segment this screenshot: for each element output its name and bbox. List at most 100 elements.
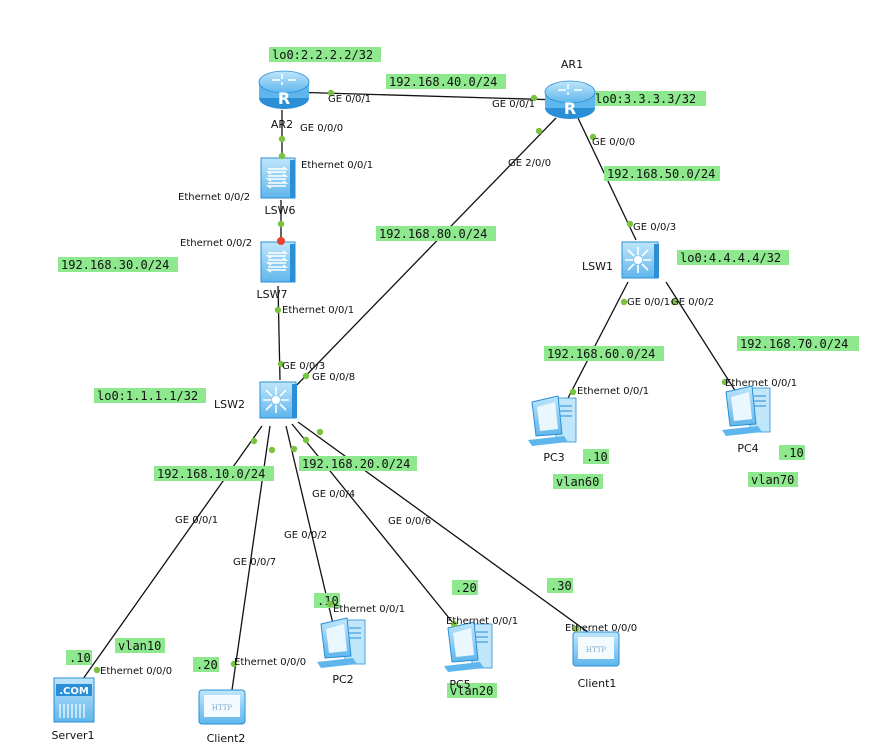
tag-text: lo0:2.2.2.2/32: [272, 48, 373, 62]
link-lsw2-server1[interactable]: [77, 425, 263, 687]
subnet-tags-layer: lo0:2.2.2.2/32192.168.40.0/24lo0:3.3.3.3…: [58, 47, 859, 698]
port-label: Ethernet 0/0/0: [100, 666, 172, 677]
port-dot: [620, 298, 628, 306]
port-dot: [93, 666, 101, 674]
link-ar1-lsw2[interactable]: [289, 117, 557, 393]
tag-background: [386, 74, 506, 89]
svg-text:R: R: [564, 99, 576, 118]
device-label: LSW6: [265, 204, 296, 217]
subnet-tag: lo0:4.4.4.4/32: [677, 250, 789, 265]
port-label: GE 0/0/3: [633, 222, 676, 233]
port-dot: [277, 360, 285, 368]
port-label: Ethernet 0/0/1: [725, 378, 797, 389]
svg-text:HTTP: HTTP: [586, 646, 607, 654]
tag-background: [376, 226, 496, 241]
subnet-tag: vlan20: [447, 683, 497, 698]
device-label: LSW1: [582, 260, 613, 273]
device-pc2[interactable]: PC2: [317, 617, 366, 686]
device-pc5[interactable]: PC5: [444, 621, 493, 691]
tag-background: [677, 250, 789, 265]
subnet-tag: vlan70: [748, 472, 798, 487]
subnet-tag: .10: [583, 449, 609, 464]
device-lsw2[interactable]: LSW2: [214, 381, 297, 419]
tag-text: vlan10: [118, 639, 161, 653]
port-label: Ethernet 0/0/1: [301, 160, 373, 171]
pc-icon: [444, 621, 493, 672]
link-lsw1-pc3[interactable]: [565, 281, 629, 403]
device-label: Client1: [578, 677, 617, 690]
port-dots-layer: [93, 89, 729, 674]
port-label: Ethernet 0/0/1: [577, 386, 649, 397]
svg-text:.COM: .COM: [59, 686, 89, 697]
tag-text: 192.168.70.0/24: [740, 337, 848, 351]
device-label: PC4: [737, 442, 758, 455]
tag-background: [748, 472, 798, 487]
subnet-tag: .10: [779, 445, 805, 460]
blocked-port-dot: [277, 237, 285, 245]
http-client-icon: HTTP: [572, 631, 620, 667]
device-client2[interactable]: HTTP Client2: [198, 689, 246, 745]
tag-text: 192.168.10.0/24: [157, 467, 265, 481]
device-label: LSW7: [257, 288, 288, 301]
subnet-tag: 192.168.60.0/24: [544, 346, 664, 361]
device-lsw1[interactable]: LSW1: [582, 241, 659, 279]
port-dot: [302, 372, 310, 380]
tag-background: [193, 657, 219, 672]
link-lsw1-pc4[interactable]: [665, 281, 737, 393]
port-dot: [535, 127, 543, 135]
port-label: GE 0/0/1: [328, 94, 371, 105]
port-label: Ethernet 0/0/0: [234, 657, 306, 668]
svg-text:HTTP: HTTP: [212, 704, 233, 712]
subnet-tag: .20: [452, 580, 478, 595]
pc-icon: [528, 395, 577, 446]
tag-text: lo0:1.1.1.1/32: [97, 389, 198, 403]
device-pc3[interactable]: PC3: [528, 395, 577, 464]
subnet-tag: vlan10: [115, 638, 165, 653]
device-ar1[interactable]: R AR1: [544, 58, 596, 119]
tag-text: .10: [69, 651, 91, 665]
switch-icon: [260, 241, 296, 283]
tag-background: [547, 578, 573, 593]
link-ar2-ar1[interactable]: [289, 91, 561, 101]
device-label: AR2: [271, 118, 293, 131]
subnet-tag: lo0:2.2.2.2/32: [269, 47, 381, 62]
router-icon: R: [544, 80, 596, 119]
tag-text: .10: [586, 450, 608, 464]
port-dot: [302, 436, 310, 444]
port-label: GE 0/0/2: [671, 297, 714, 308]
tag-text: 192.168.20.0/24: [302, 457, 410, 471]
subnet-tag: lo0:1.1.1.1/32: [94, 388, 206, 403]
tag-background: [553, 474, 603, 489]
subnet-tag: .10: [66, 650, 92, 665]
device-pc4[interactable]: PC4: [722, 385, 771, 455]
subnet-tag: 192.168.40.0/24: [386, 74, 506, 89]
port-label: GE 0/0/3: [282, 361, 325, 372]
device-lsw6[interactable]: LSW6: [260, 157, 296, 217]
port-label: GE 0/0/4: [312, 489, 355, 500]
port-label: GE 0/0/1: [492, 99, 535, 110]
device-lsw7[interactable]: LSW7: [257, 241, 296, 301]
subnet-tag: 192.168.30.0/24: [58, 257, 178, 272]
l3-switch-icon: [259, 381, 297, 419]
tag-background: [94, 388, 206, 403]
tag-text: 192.168.50.0/24: [607, 167, 715, 181]
port-dot: [326, 600, 334, 608]
tag-background: [66, 650, 92, 665]
port-dot: [316, 428, 324, 436]
tag-text: 192.168.80.0/24: [379, 227, 487, 241]
tag-text: 192.168.60.0/24: [547, 347, 655, 361]
pc-icon: [722, 385, 771, 436]
device-label: AR1: [561, 58, 583, 71]
tag-background: [592, 91, 706, 106]
server-icon: .COM: [53, 677, 95, 723]
tag-text: .30: [550, 579, 572, 593]
subnet-tag: vlan60: [553, 474, 603, 489]
tag-background: [779, 445, 805, 460]
port-label: Ethernet 0/0/1: [446, 616, 518, 627]
tag-text: 192.168.30.0/24: [61, 258, 169, 272]
device-label: Client2: [207, 732, 246, 745]
tag-background: [269, 47, 381, 62]
device-client1[interactable]: HTTP Client1: [572, 631, 620, 690]
